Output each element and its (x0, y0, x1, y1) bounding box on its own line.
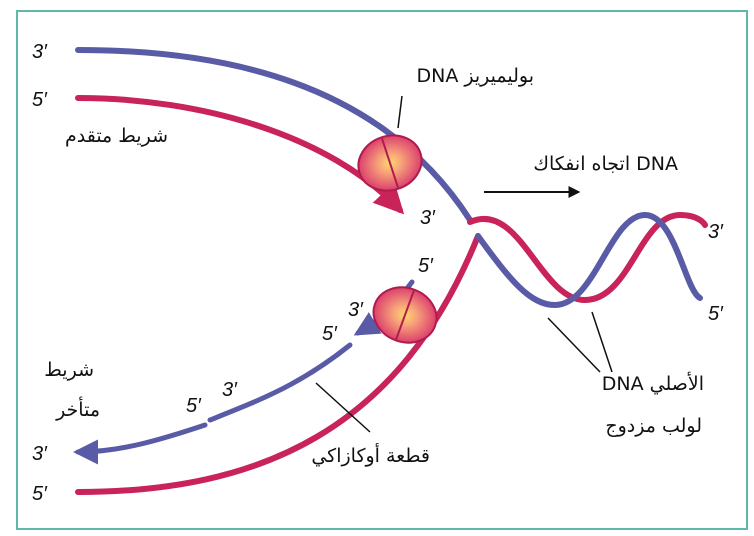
lagging-poly-5-label: 5′ (322, 323, 338, 345)
lagging-new-5-label: 5′ (418, 255, 434, 277)
bottom-red-end-label: 5′ (32, 483, 48, 505)
dna-polymerase-top (351, 127, 429, 198)
leading-strand-label: شريط متقدم (65, 125, 168, 147)
okazaki-5-label: 5′ (186, 395, 202, 417)
original-dna-label-line1: DNA الأصلي (602, 372, 704, 395)
polymerase-label: DNA بوليميريز (417, 65, 535, 87)
top-blue-end-label: 3′ (32, 41, 48, 63)
lagging-fragment-end (78, 425, 205, 452)
bottom-blue-end-label: 3′ (32, 443, 48, 465)
polymerase-leader-line (398, 96, 402, 128)
original-dna-leader-line-1 (548, 318, 600, 372)
helix-top-end-label: 3′ (708, 221, 724, 243)
top-red-end-label: 5′ (32, 89, 48, 111)
lagging-strand-label-line2: متأخر (55, 396, 100, 421)
original-dna-leader-line-2 (592, 312, 612, 372)
lagging-strand-label-line1: شريط (44, 359, 94, 381)
dna-polymerase-bottom (366, 279, 445, 352)
okazaki-3-label: 3′ (222, 379, 238, 401)
lagging-poly-3-label: 3′ (348, 299, 364, 321)
unwinding-direction-label: اتجاه انفكاك DNA (533, 153, 678, 175)
okazaki-fragment-label: قطعة أوكازاكي (311, 443, 430, 467)
leading-new-strand-red (78, 98, 400, 210)
original-dna-label-line2: لولب مزدوج (605, 415, 702, 437)
helix-bottom-end-label: 5′ (708, 303, 724, 325)
leading-new-end-label: 3′ (420, 207, 436, 229)
